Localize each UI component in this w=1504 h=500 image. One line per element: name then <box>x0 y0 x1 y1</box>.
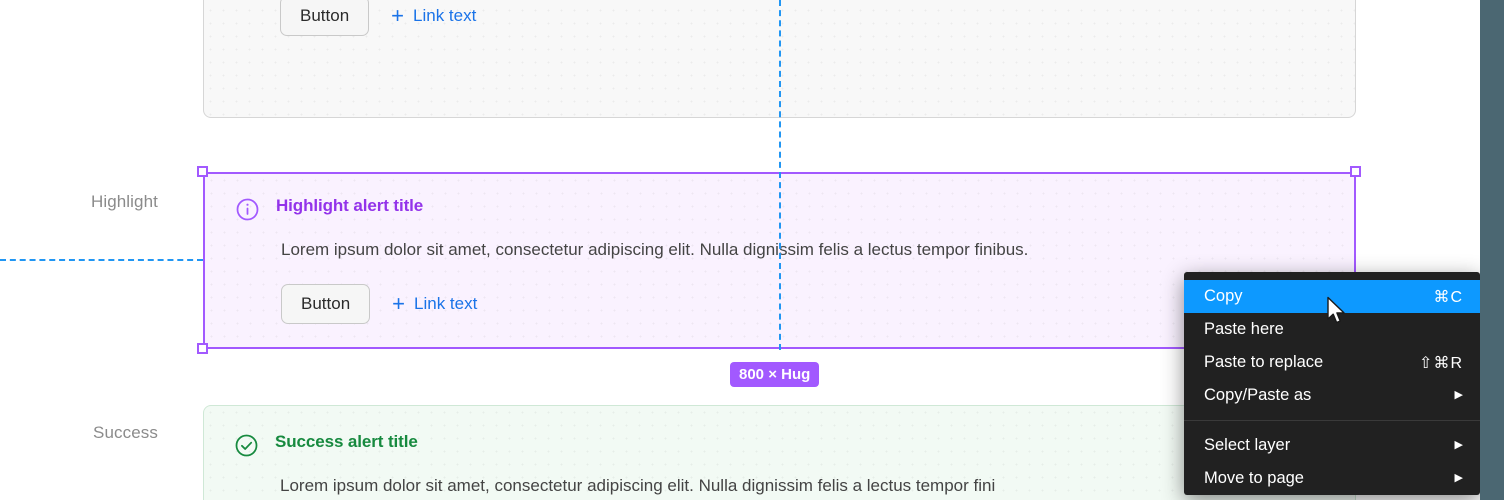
row-label-highlight: Highlight <box>90 192 158 211</box>
context-menu-shortcut: ⌘C <box>1433 288 1463 306</box>
plus-icon: + <box>391 2 405 28</box>
alert-header: Success alert title <box>234 432 1331 463</box>
alert-header: Highlight alert title <box>235 196 1330 227</box>
alert-title: Highlight alert title <box>276 196 424 215</box>
context-menu-label: Select layer <box>1204 436 1291 454</box>
right-panel-strip <box>1480 0 1504 500</box>
submenu-arrow-icon: ▶ <box>1454 389 1463 401</box>
context-menu-label: Move to page <box>1204 469 1304 487</box>
context-menu-item-paste-here[interactable]: Paste here <box>1184 313 1480 346</box>
context-menu-item-move-to-page[interactable]: Move to page ▶ <box>1184 462 1480 495</box>
context-menu-label: Paste here <box>1204 320 1284 338</box>
alert-link-label: Link text <box>414 293 478 313</box>
context-menu-item-select-layer[interactable]: Select layer ▶ <box>1184 429 1480 462</box>
context-menu-item-copy-paste-as[interactable]: Copy/Paste as ▶ <box>1184 379 1480 412</box>
context-menu-label: Copy <box>1204 287 1243 305</box>
alert-link[interactable]: + Link text <box>391 2 477 28</box>
context-menu-label: Copy/Paste as <box>1204 386 1312 404</box>
size-badge: 800 × Hug <box>730 362 820 387</box>
alert-actions: Button + Link text <box>281 283 1330 324</box>
alert-button[interactable]: Button <box>281 283 371 324</box>
mouse-cursor <box>1326 296 1348 331</box>
alert-button[interactable]: Button <box>280 0 370 36</box>
context-menu-separator <box>1184 420 1480 421</box>
context-menu-item-paste-to-replace[interactable]: Paste to replace ⇧⌘R <box>1184 346 1480 379</box>
vertical-guide <box>779 0 781 350</box>
row-label-success: Success <box>93 423 158 442</box>
alert-link-label: Link text <box>413 5 477 25</box>
alert-link[interactable]: + Link text <box>392 290 478 316</box>
alert-body-text: Lorem ipsum dolor sit amet, consectetur … <box>280 476 996 495</box>
resize-handle-bottom-left[interactable] <box>197 343 208 354</box>
alert-body-text: Lorem ipsum dolor sit amet, consectetur … <box>281 240 1029 259</box>
plus-icon: + <box>392 290 406 316</box>
resize-handle-top-right[interactable] <box>1350 166 1361 177</box>
alert-title: Success alert title <box>275 432 418 451</box>
horizontal-guide <box>0 259 203 261</box>
resize-handle-top-left[interactable] <box>197 166 208 177</box>
alert-card-success[interactable]: Success alert title Lorem ipsum dolor si… <box>203 405 1356 500</box>
check-circle-icon <box>234 433 259 463</box>
context-menu-shortcut: ⇧⌘R <box>1419 354 1463 372</box>
submenu-arrow-icon: ▶ <box>1454 439 1463 451</box>
submenu-arrow-icon: ▶ <box>1454 472 1463 484</box>
info-circle-icon <box>235 197 260 227</box>
context-menu-label: Paste to replace <box>1204 353 1324 371</box>
alert-actions: Button + Link text <box>280 0 1331 36</box>
